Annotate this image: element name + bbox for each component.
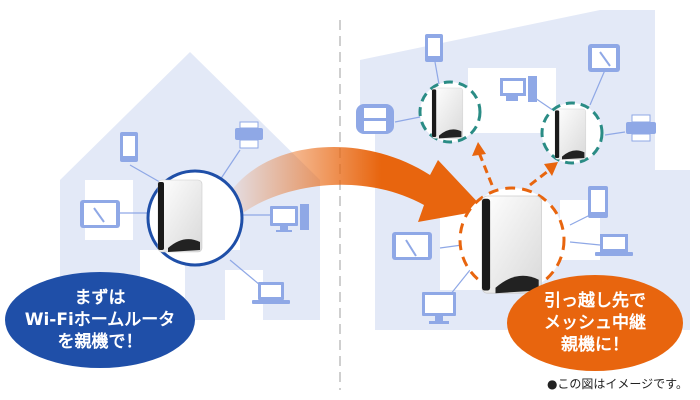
right-devices (356, 34, 656, 324)
desktop-pc-icon (270, 204, 309, 232)
printer-icon (235, 121, 263, 149)
left-router (146, 169, 244, 267)
satellite-router-left (418, 80, 482, 144)
game-console-icon (356, 104, 394, 134)
right-callout-bubble (507, 275, 683, 371)
tablet-icon (392, 232, 432, 260)
right-callout-text: 引っ越し先で メッシュ中継 親機に！ (510, 290, 680, 356)
footnote: ●この図はイメージです。 (546, 377, 688, 391)
right-callout-line: 引っ越し先で (544, 291, 646, 311)
mesh-links (476, 149, 553, 187)
left-callout-line: まずは (74, 288, 126, 308)
tablet-icon (80, 200, 120, 228)
transition-arrow (225, 147, 485, 222)
tablet-icon (588, 44, 620, 72)
left-callout-line: Wi-Fiホームルータ (24, 310, 176, 330)
smartphone-icon (588, 186, 608, 218)
laptop-icon (595, 234, 633, 256)
left-devices (80, 121, 309, 304)
laptop-icon (252, 282, 290, 304)
right-callout-line: 親機に！ (561, 335, 629, 355)
main-router (458, 186, 566, 294)
left-callout-text: まずは Wi-Fiホームルータ を親機で！ (10, 287, 190, 353)
left-callout-line: を親機で！ (57, 332, 143, 352)
right-callout-line: メッシュ中継 (544, 313, 646, 333)
satellite-router-right (540, 101, 604, 165)
desktop-pc-icon (500, 76, 537, 102)
left-callout-bubble (5, 272, 195, 368)
monitor-icon (422, 292, 456, 324)
printer-icon (626, 114, 656, 142)
